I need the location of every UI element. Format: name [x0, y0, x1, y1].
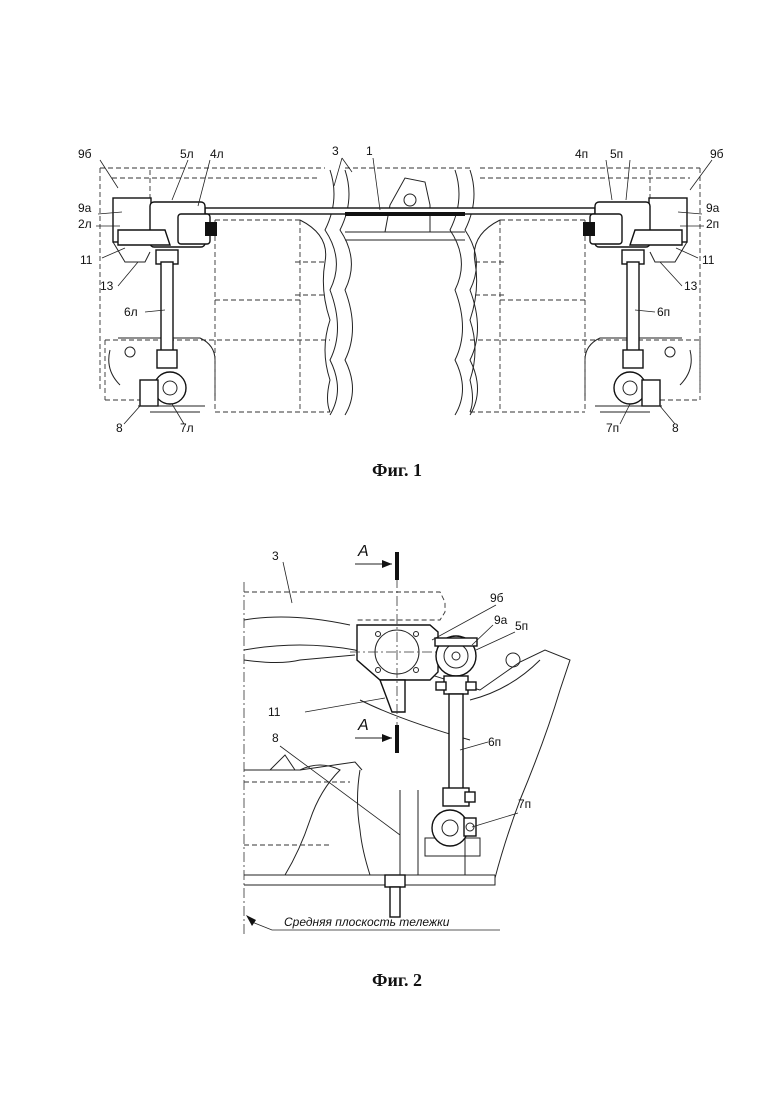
fig1-label-9b-right: 9б: [710, 147, 724, 161]
fig1-label-7l: 7л: [180, 421, 194, 435]
fig1-label-13-right: 13: [684, 279, 698, 293]
fig1-label-9b-left: 9б: [78, 147, 92, 161]
fig2-centre-plane-note: Средняя плоскость тележки: [284, 915, 450, 929]
fig1-label-7p: 7п: [606, 421, 619, 435]
figure-2-caption: Фиг. 2: [372, 970, 422, 990]
figure-1: 9б 5л 4л 3 1 4п 5п 9б 9а 2л 9а 2п 11 13 …: [78, 144, 724, 480]
fig1-label-8-right: 8: [672, 421, 679, 435]
fig1-label-4p: 4п: [575, 147, 588, 161]
figure-2: 3 А А 9б 9а 5п 11 8 6п 7п Средняя плоско…: [244, 543, 570, 990]
fig2-label-3: 3: [272, 549, 279, 563]
fig2-section-mark-top: А: [357, 543, 369, 560]
fig2-label-5p: 5п: [515, 619, 528, 633]
fig1-label-9a-left: 9а: [78, 201, 92, 215]
fig1-label-5p: 5п: [610, 147, 623, 161]
fig1-label-4l: 4л: [210, 147, 224, 161]
fig2-label-6p: 6п: [488, 735, 501, 749]
fig1-label-13-left: 13: [100, 279, 114, 293]
fig1-label-11-right: 11: [702, 253, 715, 267]
fig2-label-8: 8: [272, 731, 279, 745]
fig1-label-5l: 5л: [180, 147, 194, 161]
fig1-label-6p: 6п: [657, 305, 670, 319]
figure-1-caption: Фиг. 1: [372, 460, 422, 480]
fig1-label-3: 3: [332, 144, 339, 158]
fig1-label-8-left: 8: [116, 421, 123, 435]
fig2-label-9a: 9а: [494, 613, 508, 627]
fig1-label-2l: 2л: [78, 217, 92, 231]
fig1-label-11-left: 11: [80, 253, 93, 267]
fig2-label-7p: 7п: [518, 797, 531, 811]
fig1-label-2p: 2п: [706, 217, 719, 231]
fig2-section-mark-bottom: А: [357, 717, 369, 734]
fig1-label-9a-right: 9а: [706, 201, 720, 215]
fig1-label-1: 1: [366, 144, 373, 158]
fig2-label-11: 11: [268, 705, 281, 719]
fig1-label-6l: 6л: [124, 305, 138, 319]
fig2-label-9b: 9б: [490, 591, 504, 605]
